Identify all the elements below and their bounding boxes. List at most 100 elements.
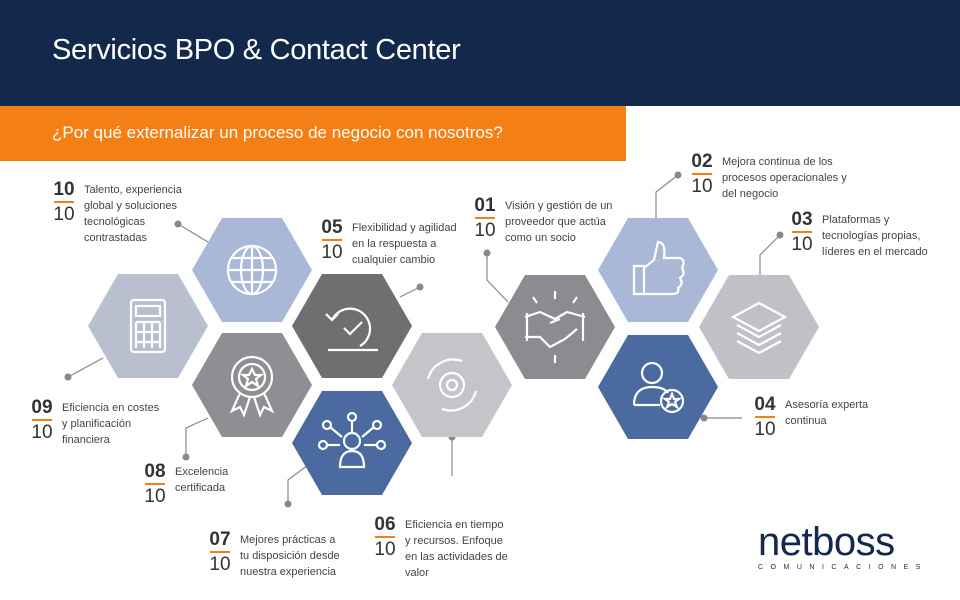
item-text: Asesoría experta continua xyxy=(785,395,868,439)
connector-dot xyxy=(776,231,784,239)
text-line: y recursos. Enfoque xyxy=(405,535,503,547)
hexagon xyxy=(88,274,208,378)
item-total: 10 xyxy=(374,539,396,560)
page-title: Servicios BPO & Contact Center xyxy=(52,34,461,66)
item-number: 09 xyxy=(31,397,53,418)
calculator-icon xyxy=(129,298,167,354)
connector-line xyxy=(399,286,421,298)
divider xyxy=(32,419,52,421)
item-text: Plataformas y tecnologías propias, líderes… xyxy=(822,210,928,260)
gear-cycle-icon xyxy=(426,358,478,412)
divider xyxy=(210,551,230,553)
header: Servicios BPO & Contact Center xyxy=(0,0,960,106)
item-total: 10 xyxy=(53,204,75,225)
text-line: Mejora continua de los xyxy=(722,156,833,168)
item-text: Eficiencia en tiempo y recursos. Enfoque e… xyxy=(405,515,508,581)
text-line: Mejores prácticas a xyxy=(240,534,336,546)
network-user-icon xyxy=(317,411,387,469)
text-line: en la respuesta a xyxy=(352,238,437,250)
item-number: 10 xyxy=(53,179,75,200)
hexagon xyxy=(699,275,819,379)
connector-line xyxy=(67,357,104,378)
text-line: Talento, experiencia xyxy=(84,184,182,196)
thumbs-up-icon xyxy=(632,240,685,296)
handshake-icon xyxy=(524,291,586,363)
hexagon xyxy=(192,218,312,322)
connector-dot xyxy=(674,171,682,179)
text-line: contrastadas xyxy=(84,232,147,244)
text-line: Eficiencia en tiempo xyxy=(405,519,504,531)
item-total: 10 xyxy=(754,419,776,440)
connector-dot xyxy=(284,500,292,508)
text-line: como un socio xyxy=(505,232,576,244)
connector-dot xyxy=(174,220,182,228)
text-line: continua xyxy=(785,415,827,427)
text-line: Asesoría experta xyxy=(785,399,869,411)
text-line: tu disposición desde xyxy=(240,550,340,562)
divider xyxy=(792,231,812,233)
text-line: en las actividades de xyxy=(405,551,508,563)
hexagon xyxy=(292,274,412,378)
connector-dot xyxy=(483,249,491,257)
item-total: 10 xyxy=(31,422,53,443)
text-line: global y soluciones xyxy=(84,200,177,212)
item-number: 07 xyxy=(209,529,231,550)
text-line: Eficiencia en costes xyxy=(62,402,160,414)
item-total: 10 xyxy=(321,242,343,263)
item-number: 08 xyxy=(144,461,166,482)
item-number: 02 xyxy=(691,151,713,172)
item-number: 05 xyxy=(321,217,343,238)
divider xyxy=(692,173,712,175)
item-number: 01 xyxy=(474,195,496,216)
hexagon xyxy=(192,333,312,437)
divider xyxy=(375,536,395,538)
divider xyxy=(145,483,165,485)
divider xyxy=(322,239,342,241)
text-line: financiera xyxy=(62,434,110,446)
hexagon xyxy=(292,391,412,495)
hexagon xyxy=(598,218,718,322)
item-total: 10 xyxy=(691,176,713,197)
subtitle: ¿Por qué externalizar un proceso de nego… xyxy=(52,123,503,142)
item-number: 03 xyxy=(791,209,813,230)
text-line: Visión y gestión de un xyxy=(505,200,613,212)
netboss-logo: netboss COMUNICACIONES xyxy=(758,520,928,571)
text-line: líderes en el mercado xyxy=(822,246,928,258)
text-line: certificada xyxy=(175,482,226,494)
hexagon xyxy=(495,275,615,379)
text-line: proveedor que actúa xyxy=(505,216,606,228)
hexagon xyxy=(392,333,512,437)
divider xyxy=(54,201,74,203)
divider xyxy=(475,217,495,219)
text-line: tecnologías propias, xyxy=(822,230,921,242)
connector-line xyxy=(185,417,209,457)
connector-dot xyxy=(700,414,708,422)
award-icon xyxy=(229,355,275,418)
connector-dot xyxy=(416,283,424,291)
text-line: Plataformas y xyxy=(822,214,890,226)
item-total: 10 xyxy=(474,220,496,241)
text-line: del negocio xyxy=(722,188,779,200)
layers-icon xyxy=(730,301,788,355)
connector-line xyxy=(287,464,309,504)
